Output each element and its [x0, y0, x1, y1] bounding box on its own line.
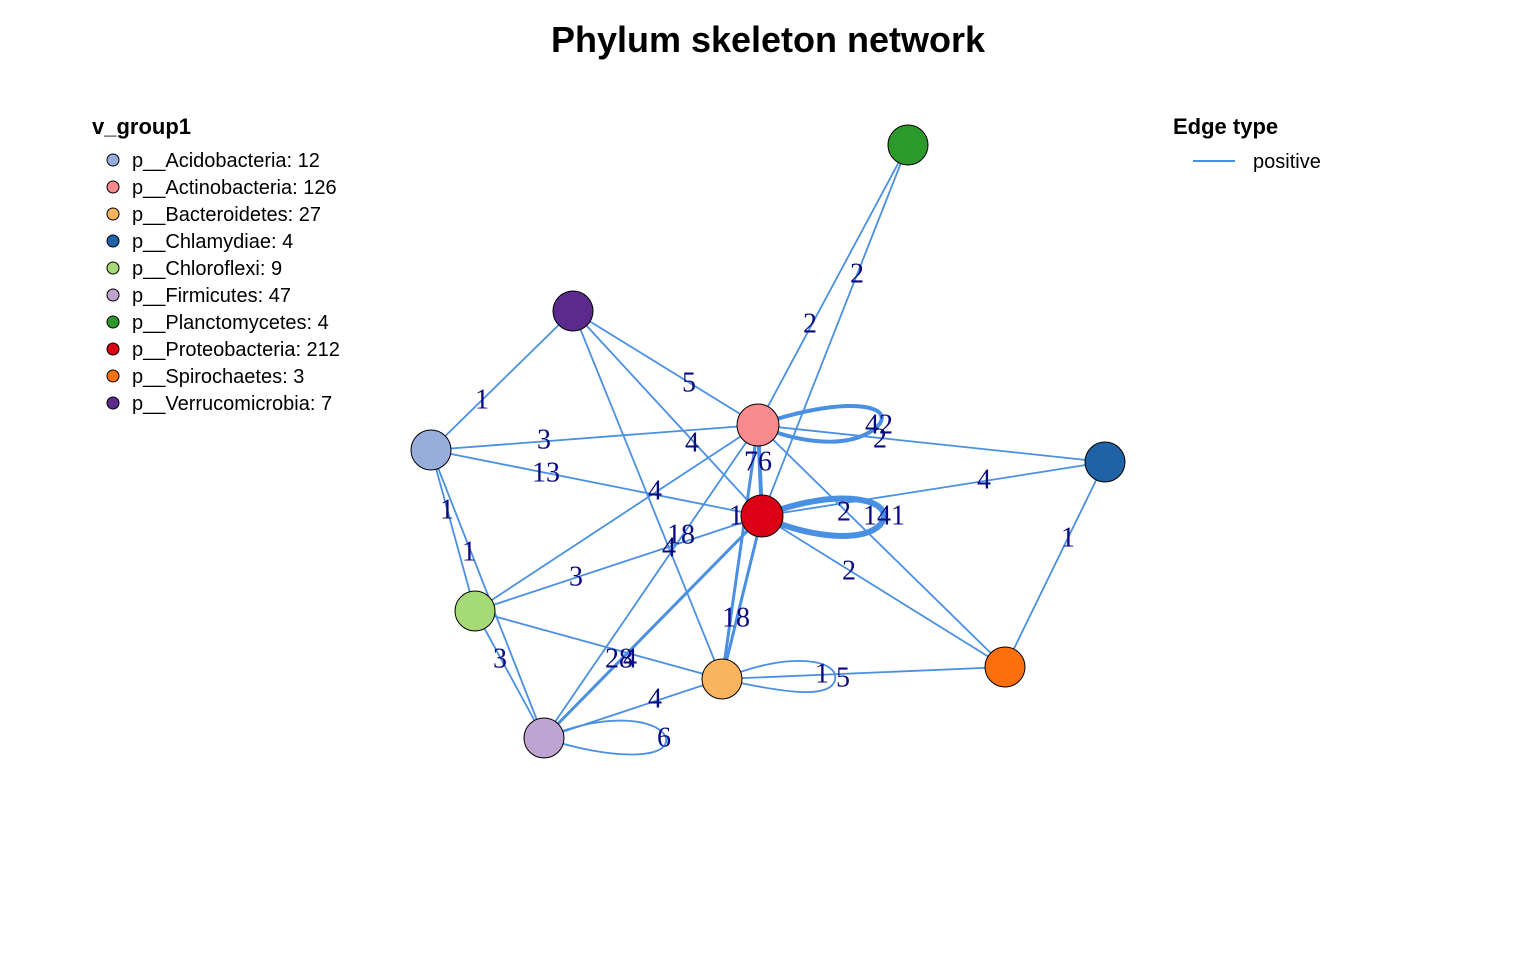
node-firmicutes[interactable] — [523, 717, 565, 759]
edge-legend-title: Edge type — [1173, 114, 1278, 139]
edge-actinobacteria-actinobacteria — [756, 404, 884, 444]
edge-weight-label: 1 — [475, 384, 489, 415]
edge-weight-label: 4 — [623, 643, 637, 674]
edge-weight-label: 18 — [722, 602, 750, 633]
edge-weight-label: 1 — [815, 658, 829, 689]
legend-item-label: p__Chlamydiae: 4 — [132, 231, 293, 253]
legend-swatch — [106, 234, 120, 248]
edge-actinobacteria-spirochaetes — [757, 424, 1006, 668]
edge-proteobacteria-bacteroidetes — [720, 514, 764, 681]
edge-proteobacteria-planctomycetes — [761, 144, 909, 517]
edge-bacteroidetes-bacteroidetes — [721, 660, 837, 693]
edge-weight-label: 1 — [462, 536, 476, 567]
edge-actinobacteria-planctomycetes — [757, 144, 909, 426]
legend-swatch — [106, 396, 120, 410]
edge-weight-label: 2 — [873, 423, 887, 454]
edge-proteobacteria-chlamydiae — [761, 461, 1106, 517]
legend-item-label: p__Verrucomicrobia: 7 — [132, 393, 332, 415]
edges-layer — [430, 144, 1106, 756]
legend-item-label: p__Actinobacteria: 126 — [132, 177, 337, 199]
edge-weight-label: 76 — [744, 446, 772, 477]
node-spirochaetes[interactable] — [984, 646, 1026, 688]
edge-acidobacteria-actinobacteria — [430, 424, 759, 451]
edge-chlamydiae-spirochaetes — [1004, 461, 1106, 668]
node-actinobacteria[interactable] — [736, 403, 780, 447]
legend-item-label: p__Spirochaetes: 3 — [132, 366, 304, 388]
legend-swatch — [106, 342, 120, 356]
legend-swatch — [106, 153, 120, 167]
edge-proteobacteria-proteobacteria — [759, 495, 887, 539]
legend-swatch — [106, 180, 120, 194]
edge-proteobacteria-chloroflexi — [474, 515, 763, 612]
edge-acidobacteria-chloroflexi — [430, 449, 476, 612]
edge-weight-label: 5 — [682, 367, 696, 398]
legend-item-label: p__Bacteroidetes: 27 — [132, 204, 321, 226]
legend-swatch — [106, 369, 120, 383]
node-planctomycetes[interactable] — [887, 124, 929, 166]
edge-legend-label: positive — [1253, 151, 1321, 173]
edge-type-legend: Edge type positive — [1173, 114, 1321, 173]
edge-chloroflexi-firmicutes — [474, 610, 545, 739]
edge-weight-label: 141 — [863, 500, 905, 531]
edge-acidobacteria-firmicutes — [430, 449, 545, 739]
group-legend: v_group1 p__Acidobacteria: 12 p__Actinoba… — [92, 114, 340, 415]
node-chloroflexi[interactable] — [454, 590, 496, 632]
edge-weight-label: 4 — [662, 532, 676, 563]
edge-weight-label: 4 — [685, 427, 699, 458]
group-legend-items: p__Acidobacteria: 12 p__Actinobacteria: 1… — [106, 150, 340, 415]
edge-weight-label: 3 — [493, 643, 507, 674]
legend-item-label: p__Chloroflexi: 9 — [132, 258, 282, 280]
edge-chloroflexi-bacteroidetes — [474, 610, 723, 680]
edge-weight-label: 4 — [648, 683, 662, 714]
edge-weight-label: 3 — [537, 424, 551, 455]
legend-item-label: p__Acidobacteria: 12 — [132, 150, 320, 172]
edge-bacteroidetes-spirochaetes — [721, 666, 1006, 680]
edge-weight-label: 2 — [850, 258, 864, 289]
legend-item-label: p__Firmicutes: 47 — [132, 285, 291, 307]
edge-weight-label: 28 — [605, 643, 633, 674]
edge-weight-label: 2 — [803, 308, 817, 339]
chart-title: Phylum skeleton network — [551, 19, 986, 60]
edge-weight-label: 1 — [440, 494, 454, 525]
legend-swatch — [106, 207, 120, 221]
edge-acidobacteria-proteobacteria — [430, 449, 763, 517]
group-legend-title: v_group1 — [92, 114, 191, 139]
edge-weight-label: 1 — [729, 500, 743, 531]
edge-verrucomicrobia-acidobacteria — [430, 310, 574, 451]
edge-weight-label: 18 — [667, 519, 695, 550]
node-chlamydiae[interactable] — [1084, 441, 1126, 483]
edge-actinobacteria-chlamydiae — [757, 424, 1106, 463]
edge-weight-label: 2 — [837, 496, 851, 527]
legend-item-label: p__Proteobacteria: 212 — [132, 339, 340, 361]
edge-actinobacteria-chloroflexi — [474, 424, 759, 612]
legend-swatch — [106, 315, 120, 329]
node-proteobacteria[interactable] — [740, 494, 784, 538]
edge-weight-label: 1 — [1061, 522, 1075, 553]
edge-verrucomicrobia-proteobacteria — [572, 310, 763, 517]
edge-proteobacteria-spirochaetes — [761, 515, 1006, 668]
edge-weight-label: 2 — [842, 555, 856, 586]
node-bacteroidetes[interactable] — [701, 658, 743, 700]
node-acidobacteria[interactable] — [410, 429, 452, 471]
node-verrucomicrobia[interactable] — [552, 290, 594, 332]
legend-item-label: p__Planctomycetes: 4 — [132, 312, 329, 334]
edge-verrucomicrobia-actinobacteria — [572, 310, 759, 426]
edge-verrucomicrobia-bacteroidetes — [572, 310, 723, 680]
edge-firmicutes-firmicutes — [543, 719, 667, 756]
edge-actinobacteria-firmicutes — [543, 424, 759, 739]
edge-weight-label: 5 — [836, 662, 850, 693]
edge-proteobacteria-firmicutes — [542, 514, 764, 740]
legend-swatch — [106, 261, 120, 275]
edge-weight-label: 3 — [569, 561, 583, 592]
edge-weight-label: 13 — [532, 457, 560, 488]
edge-weight-label: 4 — [977, 464, 991, 495]
legend-swatch — [106, 288, 120, 302]
edge-weight-label: 6 — [657, 722, 671, 753]
edge-actinobacteria-bacteroidetes — [720, 423, 760, 681]
nodes-layer — [410, 124, 1126, 759]
edge-weight-label: 4 — [648, 475, 662, 506]
edge-weight-label: 42 — [865, 409, 893, 440]
